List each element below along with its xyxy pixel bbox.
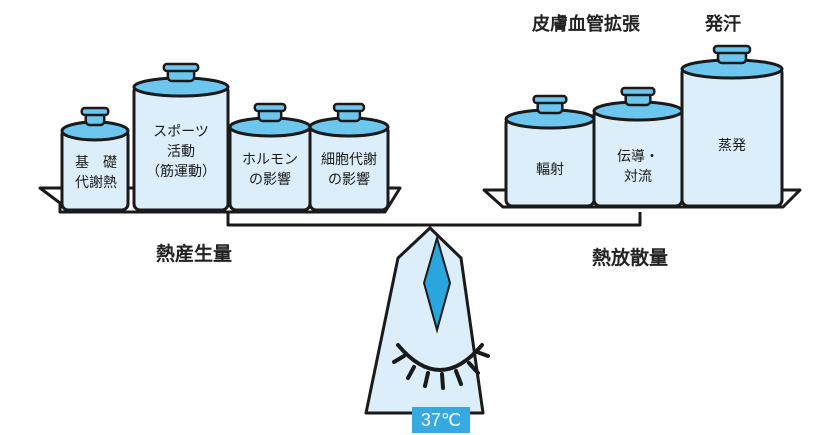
jar-evaporation-body — [680, 44, 784, 208]
sweating-label: 発汗 — [705, 14, 741, 35]
jar-conduction-convection: 伝導・対流 — [617, 149, 659, 185]
jar-cell-metabolism-body — [308, 102, 390, 212]
jar-conduction-body — [592, 86, 684, 208]
jar-basal-metabolism-body — [60, 106, 130, 212]
heat-production-title: 熱産生量 — [156, 243, 233, 265]
jar-cell-metabolism: 細胞代謝の影響 — [321, 152, 377, 188]
eye-icon — [392, 343, 490, 390]
jar-hormone-effect-body — [228, 102, 312, 212]
jars — [60, 44, 784, 212]
jar-radiation-body — [504, 94, 596, 208]
balance-beam — [226, 212, 642, 227]
vasodilation-label: 皮膚血管拡張 — [532, 14, 640, 35]
jar-sports-activity-body — [132, 62, 230, 212]
jar-hormone-effect: ホルモンの影響 — [242, 152, 298, 188]
heat-dissipation-title: 熱放散量 — [592, 247, 669, 269]
jar-basal-metabolism: 基 礎代謝熱 — [75, 155, 117, 191]
fulcrum-diamond — [422, 234, 452, 334]
temperature-badge: 37℃ — [412, 407, 470, 433]
jar-radiation: 輻射 — [536, 162, 564, 178]
jar-evaporation: 蒸発 — [718, 138, 746, 154]
jar-sports-activity: スポーツ活動（筋運動） — [146, 124, 216, 180]
